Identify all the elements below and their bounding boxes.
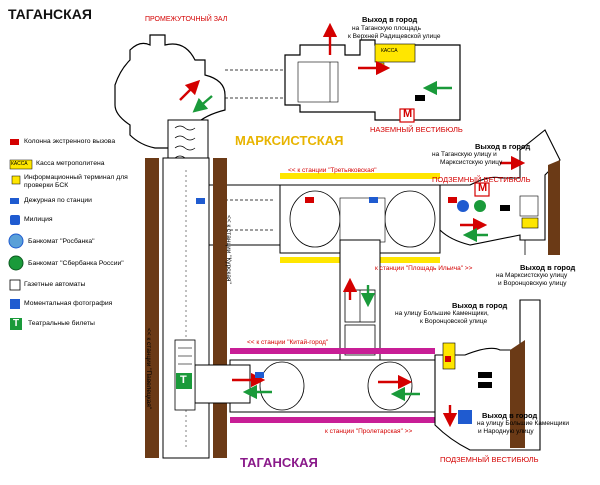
metro-letter-1: M xyxy=(403,108,413,120)
ground-vestibule xyxy=(284,39,461,121)
hall-label: ПРОМЕЖУТОЧНЫЙ ЗАЛ xyxy=(145,16,228,23)
exit-5-line1: на улицу Большие Каменщики xyxy=(477,420,570,427)
hall-escalators xyxy=(174,125,196,161)
legend-photo-booth: Моментальная фотография xyxy=(24,300,113,307)
metro-letter-2: M xyxy=(478,182,488,194)
emergency-call-icon xyxy=(305,197,314,203)
exit-4-line1: на улицу Большие Каменщики, xyxy=(395,310,489,317)
legend-station-attendant: Дежурная по станции xyxy=(24,197,92,204)
legend-info-terminal: Информационный терминал для проверки БСК xyxy=(24,174,128,189)
legend-theatre-tickets: Театральные билеты xyxy=(28,320,95,327)
legend-emergency-call: Колонна экстренного вызова xyxy=(24,138,116,145)
passage-south xyxy=(194,364,251,404)
direction-ilyicha: к станции "Площадь Ильича" >> xyxy=(375,265,473,272)
legend-ticket-office: Касса метрополитена xyxy=(36,160,105,167)
underground-vestibule-label-2: ПОДЗЕМНЫЙ ВЕСТИБЮЛЬ xyxy=(440,455,539,464)
exit-1-header: Выход в город xyxy=(362,15,418,24)
legend-icons xyxy=(8,139,33,330)
theatre-letter: T xyxy=(180,374,187,386)
taganskaya-vertical-platform xyxy=(145,157,227,459)
exit-5-line2: и Народную улицу xyxy=(478,428,534,435)
exit-4-line2: к Воронцовской улице xyxy=(420,318,488,325)
station-title-bottom: ТАГАНСКАЯ xyxy=(240,455,318,470)
legend-police: Милиция xyxy=(24,216,53,223)
legend-theatre-letter: T xyxy=(13,318,20,329)
exit-2-line1: на Таганскую улицу и xyxy=(432,151,497,158)
direction-tretyakovskaya: << к станции "Третьяковская" xyxy=(288,167,377,174)
kassa-box xyxy=(374,43,416,63)
metro-sign-ground xyxy=(399,108,415,123)
direction-proletarskaya: к станции "Пролетарская" >> xyxy=(325,428,413,435)
metro-sign-north xyxy=(474,182,490,197)
direction-paveletskaya: << к станции "Павелецкая" xyxy=(145,328,152,410)
legend-rosbank-atm: Банкомат "Росбанка" xyxy=(28,238,95,245)
legend-newspaper-machines: Газетные автоматы xyxy=(24,281,86,288)
exit-3-line1: на Марксистскую улицу xyxy=(496,272,568,279)
exit-2-line2: Марксистскую улицу xyxy=(440,159,503,166)
legend-kassa-label: КАССА xyxy=(11,161,28,167)
exit-3-line2: и Воронцовскую улицу xyxy=(498,280,567,287)
direction-kitay-gorod: << к станции "Китай-город" xyxy=(247,339,329,346)
kassa-label: КАССА xyxy=(381,48,398,54)
hall-dashed-connectors xyxy=(225,69,285,99)
underground-vestibule-label-1: ПОДЗЕМНЫЙ ВЕСТИБЮЛЬ xyxy=(432,175,531,184)
exit-1-line1: на Таганскую площадь xyxy=(352,25,421,32)
theatre-kiosk xyxy=(176,373,192,389)
taganskaya-ring-platform xyxy=(229,348,436,423)
legend-sberbank-atm: Банкомат "Сбербанка России" xyxy=(28,260,124,267)
exit-4-header: Выход в город xyxy=(452,301,508,310)
direction-kurskaya: << к станции "Курская" xyxy=(225,215,232,284)
station-title-middle: МАРКСИСТСКАЯ xyxy=(235,133,344,148)
station-title-top: ТАГАНСКАЯ xyxy=(8,6,92,22)
turnstiles-1 xyxy=(297,61,339,103)
kassa-box-2 xyxy=(521,217,539,229)
flow-arrows xyxy=(179,22,526,428)
exit-2-header: Выход в город xyxy=(475,142,531,151)
exit-5-header: Выход в город xyxy=(482,411,538,420)
ground-vestibule-label: НАЗЕМНЫЙ ВЕСТИБЮЛЬ xyxy=(370,125,463,134)
exit-3-header: Выход в город xyxy=(520,263,576,272)
exit-1-line2: к Верхней Радищевской улице xyxy=(348,33,441,40)
